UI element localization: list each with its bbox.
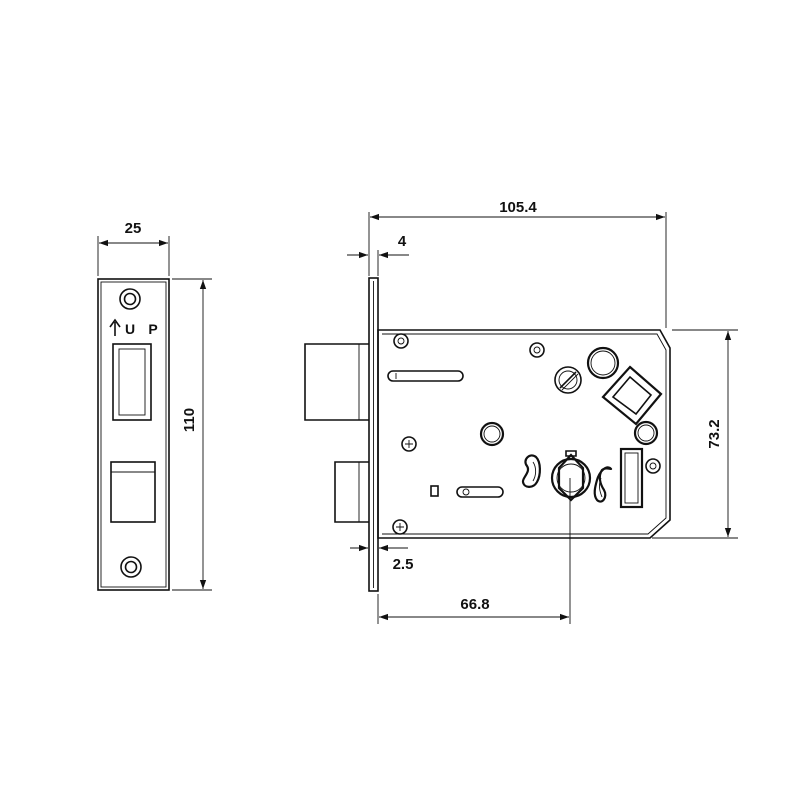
deadbolt-slide-slot: [456, 486, 504, 498]
dimension-label-overall-length: 105.4: [499, 199, 537, 216]
phillips-screw-icon: [401, 436, 417, 452]
dimension-overall-length: 105.4: [368, 199, 667, 328]
cam-lever-right: [593, 466, 613, 503]
lock-side-view: [304, 277, 671, 592]
latch-bolt: [304, 343, 369, 421]
faceplate-outline: [97, 278, 170, 591]
dimension-label-faceplate-height: 110: [181, 408, 198, 432]
lock-case-body: [377, 329, 671, 539]
case-rivet-top-center: [529, 342, 545, 358]
dimension-label-body-height: 73.2: [706, 419, 723, 448]
case-rivet-top-left: [393, 333, 409, 349]
dimension-label-faceplate-width: 25: [125, 220, 142, 237]
slotted-screw-icon: [554, 366, 582, 394]
dimension-faceplate-width: 25: [97, 220, 170, 276]
indicator-square: [430, 485, 439, 497]
dimension-backset: 66.8: [377, 478, 571, 624]
faceplate-bottom-screw-hole: [120, 556, 142, 578]
dimension-label-backset-offset: 2.5: [393, 556, 414, 573]
dimension-backset-offset: 2.5: [350, 544, 414, 573]
dimension-body-height: 73.2: [652, 329, 738, 539]
square-follower-hub: [601, 365, 663, 426]
dimension-faceplate-height: 110: [172, 278, 212, 591]
latch-lever: [619, 447, 644, 509]
phillips-screw-bottom-icon: [392, 519, 408, 535]
faceplate-top-screw-hole: [119, 288, 141, 310]
up-arrow-icon: [109, 318, 121, 336]
dimension-faceplate-thickness: 4: [347, 233, 409, 276]
case-rivet-right: [645, 458, 661, 474]
faceplate-front-view: U P: [97, 278, 170, 591]
handle-spindle-hub-lower: [633, 420, 659, 446]
handle-spindle-hub-top: [586, 346, 620, 380]
dimension-label-faceplate-thickness: 4: [398, 233, 407, 250]
latch-bolt-opening: [112, 343, 152, 421]
dimension-label-backset: 66.8: [460, 596, 489, 613]
latch-slide-slot: [387, 370, 464, 382]
center-post: [479, 421, 505, 447]
up-marking-u: U: [125, 321, 135, 337]
up-marking-p: P: [148, 321, 157, 337]
deadbolt-opening: [110, 461, 156, 523]
deadbolt: [334, 461, 369, 523]
cylinder-cam: [550, 450, 592, 502]
cam-lever-left: [521, 454, 541, 488]
